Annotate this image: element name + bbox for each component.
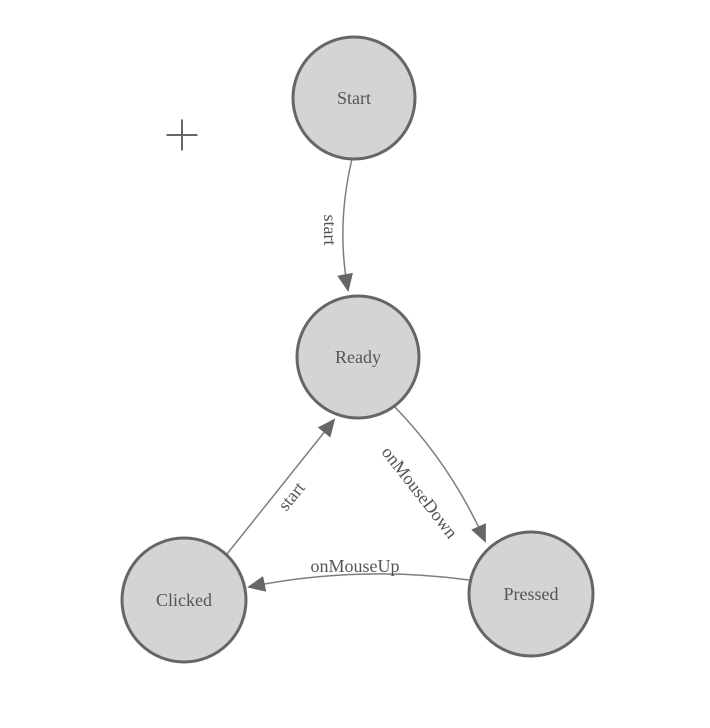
edge-label-ready-to-pressed: onMouseDown xyxy=(378,442,462,542)
node-pressed-label: Pressed xyxy=(504,584,559,604)
edge-label-pressed-to-clicked: onMouseUp xyxy=(311,556,400,576)
node-start[interactable]: Start xyxy=(291,35,417,161)
node-pressed-circle xyxy=(467,530,595,658)
edge-pressed-to-clicked[interactable] xyxy=(247,573,470,592)
node-clicked-label: Clicked xyxy=(156,590,212,610)
node-ready-circle xyxy=(295,294,421,420)
edge-start-to-ready[interactable] xyxy=(337,158,353,292)
edge-label-start-to-ready: start xyxy=(320,215,340,246)
node-ready-label: Ready xyxy=(335,347,381,367)
node-ready[interactable]: Ready xyxy=(295,294,421,420)
node-pressed[interactable]: Pressed xyxy=(467,530,595,658)
node-start-label: Start xyxy=(337,88,371,108)
edge-ready-to-pressed[interactable] xyxy=(393,405,486,543)
node-clicked[interactable]: Clicked xyxy=(120,536,248,664)
plus-crosshair-icon xyxy=(166,119,198,151)
node-clicked-circle xyxy=(120,536,248,664)
edge-label-clicked-to-ready: start xyxy=(274,478,309,515)
plus-crosshair-icon-lines xyxy=(166,119,198,151)
edge-clicked-to-ready[interactable] xyxy=(226,418,336,555)
node-start-circle xyxy=(291,35,417,161)
